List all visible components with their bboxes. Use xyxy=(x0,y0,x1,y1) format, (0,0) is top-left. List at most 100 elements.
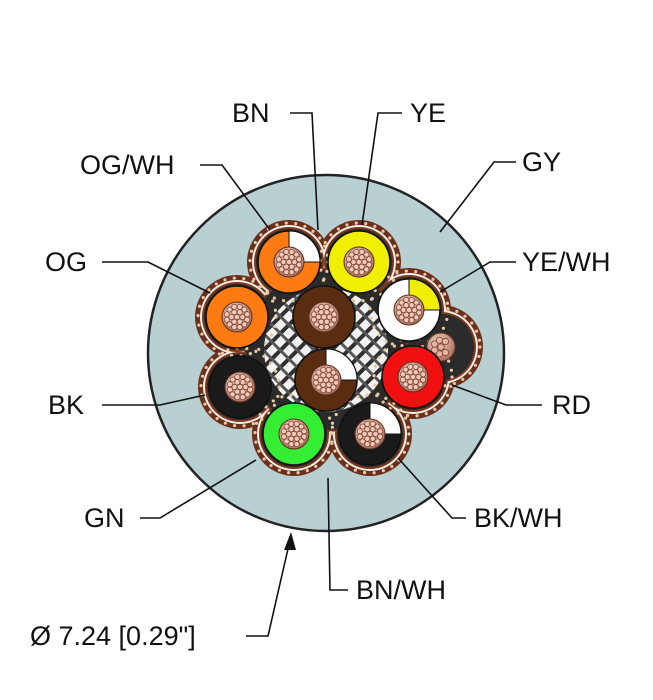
braid-strand xyxy=(208,410,212,414)
braid-strand xyxy=(443,292,447,296)
braid-strand xyxy=(388,236,392,240)
wire-bn xyxy=(292,285,356,349)
braid-strand xyxy=(272,403,277,407)
braid-strand xyxy=(404,416,408,420)
braid-strand xyxy=(373,364,378,368)
braid-strand xyxy=(199,384,203,388)
braid-strand xyxy=(232,424,237,428)
braid-strand xyxy=(326,450,331,454)
braid-strand xyxy=(365,393,369,397)
braid-strand xyxy=(319,249,324,253)
braid-strand xyxy=(373,383,377,387)
braid-strand xyxy=(381,400,385,404)
braid-strand xyxy=(404,269,408,273)
braid-strand xyxy=(395,271,399,275)
braid-strand xyxy=(272,296,276,300)
braid-strand xyxy=(254,440,258,444)
braid-strand xyxy=(353,468,357,472)
braid-strand xyxy=(450,375,454,379)
label-ye: YE xyxy=(410,98,446,128)
braid-strand xyxy=(286,471,291,475)
braid-strand xyxy=(281,299,286,303)
braid-strand xyxy=(396,411,400,415)
braid-strand xyxy=(232,276,236,280)
braid-strand xyxy=(330,441,334,446)
label-bn: BN xyxy=(232,98,270,128)
braid-strand xyxy=(242,276,246,281)
braid-strand xyxy=(269,361,273,365)
braid-strand xyxy=(384,339,388,344)
braid-strand xyxy=(369,297,374,301)
braid-strand xyxy=(386,275,390,279)
braid-strand xyxy=(477,354,481,359)
leader-og xyxy=(102,261,211,294)
braid-strand xyxy=(303,224,307,228)
leader-ye xyxy=(361,112,402,226)
braid-strand xyxy=(274,315,278,319)
label-rd: RD xyxy=(552,390,591,420)
braid-strand xyxy=(433,407,437,411)
braid-strand xyxy=(354,221,358,225)
braid-strand xyxy=(449,384,453,389)
braid-strand xyxy=(254,421,259,425)
braid-strand xyxy=(372,471,376,475)
leader-bn xyxy=(290,112,319,231)
braid-strand xyxy=(204,365,208,370)
braid-strand xyxy=(440,401,444,405)
braid-strand xyxy=(319,268,323,272)
braid-strand xyxy=(271,399,275,403)
braid-strand xyxy=(271,299,275,303)
braid-strand xyxy=(223,278,227,282)
braid-strand xyxy=(277,385,281,389)
wire-gn xyxy=(262,402,326,466)
braid-strand xyxy=(248,352,252,356)
braid-strand xyxy=(329,233,333,237)
braid-strand xyxy=(330,421,335,425)
braid-strand xyxy=(452,382,456,386)
braid-strand xyxy=(396,260,400,264)
braid-strand xyxy=(220,351,224,355)
braid-strand xyxy=(470,321,474,325)
leader-rd xyxy=(451,384,542,406)
leader-bk-wh xyxy=(397,457,466,519)
leader-og-wh xyxy=(200,164,271,231)
braid-strand xyxy=(226,348,230,352)
braid-strand xyxy=(331,432,335,436)
braid-strand xyxy=(477,338,482,342)
braid-strand xyxy=(325,269,329,274)
braid-strand xyxy=(455,309,459,313)
wire-og xyxy=(205,285,269,349)
braid-strand xyxy=(215,416,219,421)
braid-strand xyxy=(441,326,446,330)
braid-strand xyxy=(284,221,288,225)
braid-strand xyxy=(362,471,367,475)
braid-strand xyxy=(330,425,335,429)
wire-bn-wh xyxy=(294,348,358,412)
braid-strand xyxy=(296,471,300,475)
braid-strand xyxy=(277,468,281,472)
braid-strand xyxy=(468,371,472,375)
braid-strand xyxy=(276,378,281,382)
braid-strand xyxy=(399,408,403,412)
braid-strand xyxy=(253,431,257,435)
braid-strand xyxy=(245,346,249,351)
braid-strand xyxy=(345,223,349,227)
braid-strand xyxy=(381,469,385,473)
braid-strand xyxy=(351,299,356,303)
braid-strand xyxy=(345,463,349,468)
braid-strand xyxy=(445,393,450,397)
braid-strand xyxy=(377,333,381,337)
braid-strand xyxy=(274,369,278,373)
braid-strand xyxy=(377,355,381,360)
braid-strand xyxy=(338,457,342,461)
braid-strand xyxy=(447,359,451,363)
braid-strand xyxy=(314,464,318,468)
braid-strand xyxy=(445,317,449,322)
braid-strand xyxy=(254,349,258,353)
braid-strand xyxy=(381,229,385,233)
leader-lines xyxy=(102,112,542,637)
braid-strand xyxy=(449,368,454,372)
braid-strand xyxy=(273,324,277,329)
braid-strand xyxy=(264,341,268,345)
braid-strand xyxy=(262,457,266,461)
